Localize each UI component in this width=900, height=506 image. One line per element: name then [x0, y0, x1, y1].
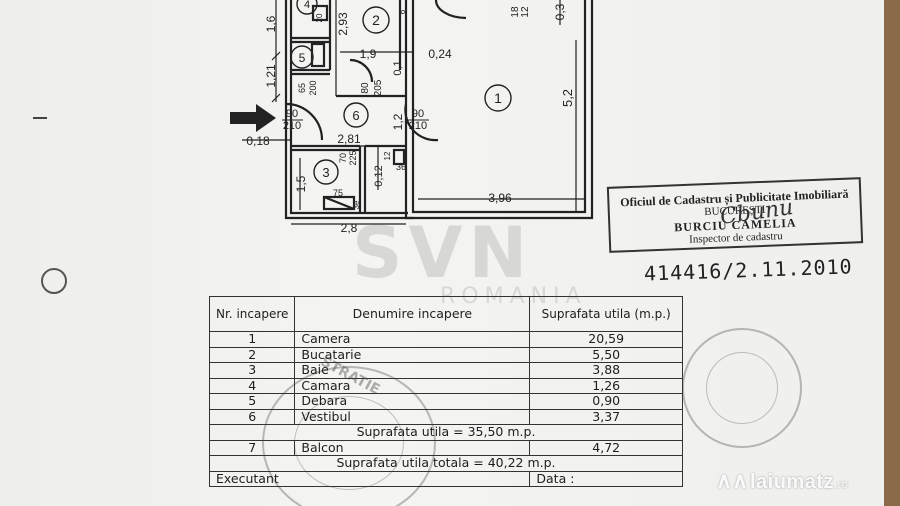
logo-text: laiumatz.ro	[750, 471, 848, 494]
row-nr: 4	[208, 377, 296, 394]
footer-executant: Executant	[208, 470, 531, 487]
dim-1-5: 1,5	[294, 175, 308, 192]
row-area: 3,88	[529, 362, 683, 379]
door-kitchen-height: 205	[373, 79, 384, 96]
window-bottom: 12	[520, 6, 531, 18]
row-name: Camera	[294, 331, 531, 348]
dim-0-3: 0,3	[553, 3, 567, 20]
dim-5-2: 5,2	[560, 89, 575, 107]
footer-row: Executant Data :	[208, 470, 683, 487]
row-nr: 1	[208, 331, 296, 348]
door-left-height: 210	[283, 120, 301, 132]
logo-suffix: .ro	[834, 479, 849, 491]
header-area: Suprafata utila (m.p.)	[529, 296, 683, 332]
dim-0-12: 0,12	[373, 165, 385, 186]
dim-2-8: 2,8	[341, 221, 358, 235]
row-area: 1,26	[529, 377, 683, 394]
logo-name: laiumatz	[750, 471, 835, 493]
room-number-5: 5	[299, 51, 306, 65]
header-nr: Nr. incapere	[208, 296, 296, 332]
door-kitchen-width: 80	[360, 82, 371, 94]
table-row: 3 Baie 3,88	[208, 362, 683, 379]
row-nr: 6	[208, 408, 296, 425]
door-bath-width: 70	[338, 153, 348, 163]
subtotal-row: Suprafata utila = 35,50 m.p.	[209, 424, 683, 441]
logo-w-icon: ∧∧	[716, 468, 749, 493]
row-area: 3,37	[529, 408, 683, 425]
site-logo: ∧∧ laiumatz.ro	[716, 468, 886, 498]
table-header-row: Nr. incapere Denumire incapere Suprafata…	[208, 296, 683, 332]
label-3e: 3e	[352, 200, 361, 209]
window-top: 18	[510, 6, 521, 18]
round-stamp-right	[682, 328, 802, 448]
table-row: 5 Debara 0,90	[208, 393, 683, 410]
label-75: 75	[333, 188, 343, 198]
watermark-brand: SVN	[352, 212, 534, 294]
row-nr: 3	[208, 362, 296, 379]
table-row: 4 Camara 1,26	[208, 377, 683, 394]
balcony-name: Balcon	[294, 439, 531, 456]
row-nr: 2	[208, 346, 296, 363]
door-right-width: 90	[412, 108, 424, 120]
door-bath-height: 225	[348, 150, 358, 165]
door-left-width: 90	[286, 108, 298, 120]
label-36: 36	[396, 162, 406, 172]
door-debara-height: 200	[308, 80, 318, 95]
round-stamp-right-inner	[706, 352, 778, 424]
balcony-nr: 7	[208, 439, 296, 456]
balcony-row: 7 Balcon 4,72	[208, 439, 683, 456]
row-name: Camara	[294, 377, 531, 394]
dim-1-2: 1,2	[391, 113, 405, 130]
total-text: Suprafata utila totala = 40,22 m.p.	[209, 455, 683, 472]
row-nr: 5	[208, 393, 296, 410]
room-number-1: 1	[494, 90, 502, 106]
row-area: 20,59	[529, 331, 683, 348]
door-right-height: 210	[409, 120, 427, 132]
footer-date: Data :	[529, 470, 683, 487]
dim-0-1: 0,1	[392, 60, 404, 75]
table-row: 1 Camera 20,59	[208, 331, 683, 348]
margin-dash	[33, 117, 47, 119]
dim-0-18: 0,18	[246, 134, 270, 148]
row-name: Vestibul	[294, 408, 531, 425]
room-number-2: 2	[372, 12, 380, 28]
dim-1-9: 1,9	[360, 47, 377, 61]
dim-2-81: 2,81	[337, 132, 361, 146]
dim-0-24: 0,24	[428, 47, 452, 61]
floor-plan-drawing: 2 1 6 3 5 4 1,6 1,21 2,93 1,9 0,24 0,1 5…	[230, 0, 594, 235]
room-number-4: 4	[304, 0, 310, 11]
total-row: Suprafata utila totala = 40,22 m.p.	[209, 455, 683, 472]
dim-2-93: 2,93	[336, 12, 350, 36]
table-row: 6 Vestibul 3,37	[208, 408, 683, 425]
room-number-6: 6	[352, 108, 359, 123]
punch-hole	[41, 268, 67, 294]
table-row: 2 Bucatarie 5,50	[208, 346, 683, 363]
subtotal-text: Suprafata utila = 35,50 m.p.	[209, 424, 683, 441]
row-name: Debara	[294, 393, 531, 410]
label-6: 6	[398, 9, 407, 14]
dim-3-96: 3,96	[488, 191, 512, 205]
dim-1-21: 1,21	[264, 64, 278, 88]
door-debara-width: 65	[297, 83, 307, 93]
balcony-area: 4,72	[529, 439, 683, 456]
dim-1-6: 1,6	[264, 15, 278, 32]
row-area: 0,90	[529, 393, 683, 410]
label-20: 20	[315, 13, 324, 22]
room-number-3: 3	[322, 165, 329, 180]
label-12: 12	[383, 151, 392, 160]
header-name: Denumire incapere	[294, 296, 531, 332]
row-area: 5,50	[529, 346, 683, 363]
room-area-table: Nr. incapere Denumire incapere Suprafata…	[208, 296, 683, 487]
